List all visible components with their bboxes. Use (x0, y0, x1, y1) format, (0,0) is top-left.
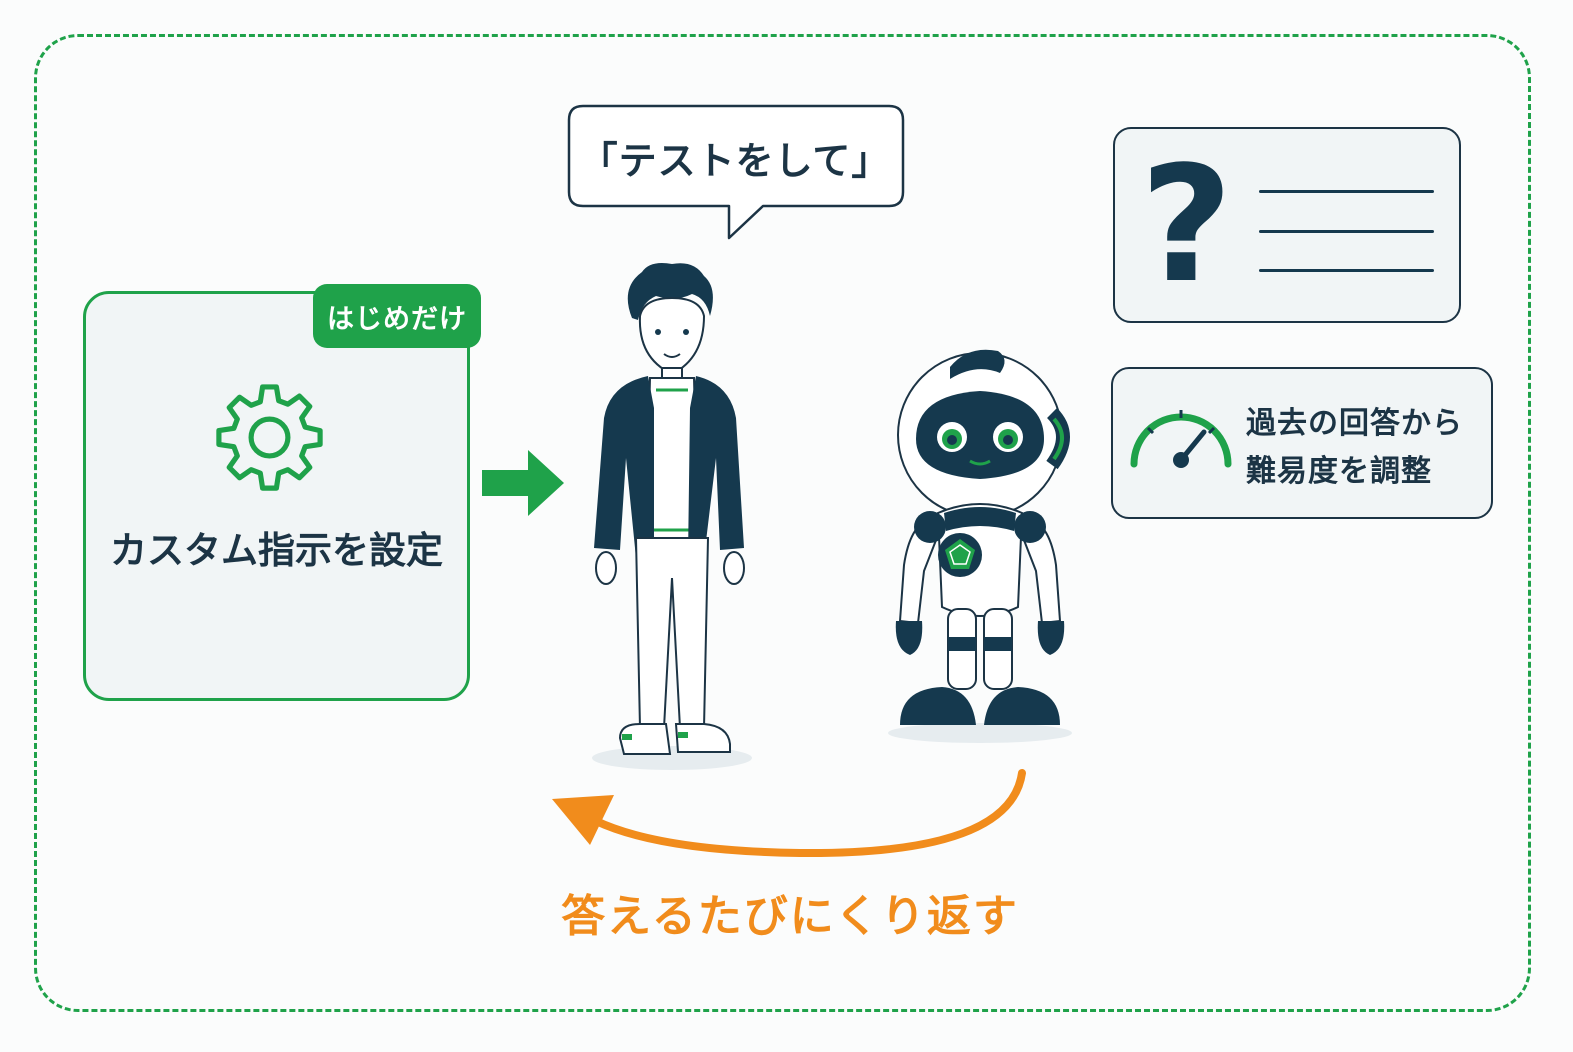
question-mark-icon: ? (1140, 131, 1233, 318)
custom-instruction-label: カスタム指示を設定 (110, 529, 443, 572)
difficulty-card (1111, 367, 1493, 519)
question-line (1259, 230, 1434, 233)
difficulty-line-1: 過去の回答から (1246, 406, 1463, 441)
robot-illustration (888, 349, 1072, 743)
arrow-right-icon (482, 450, 564, 516)
question-line (1259, 190, 1434, 193)
custom-instruction-card (83, 291, 470, 701)
diagram-frame (34, 34, 1531, 1012)
speedometer-icon (1130, 410, 1232, 468)
speech-bubble-text: 「テストをして」 (579, 139, 891, 183)
repeat-label: 答えるたびにくり返す (561, 891, 1019, 942)
gear-icon (216, 384, 323, 491)
speech-bubble (567, 104, 905, 240)
question-card (1113, 127, 1461, 323)
question-line (1259, 269, 1434, 272)
person-illustration (592, 263, 752, 770)
difficulty-text: 過去の回答から 難易度を調整 (1246, 400, 1486, 496)
return-arrow-icon (552, 769, 1026, 858)
only-first-badge: はじめだけ (313, 284, 481, 348)
difficulty-line-2: 難易度を調整 (1246, 454, 1432, 489)
